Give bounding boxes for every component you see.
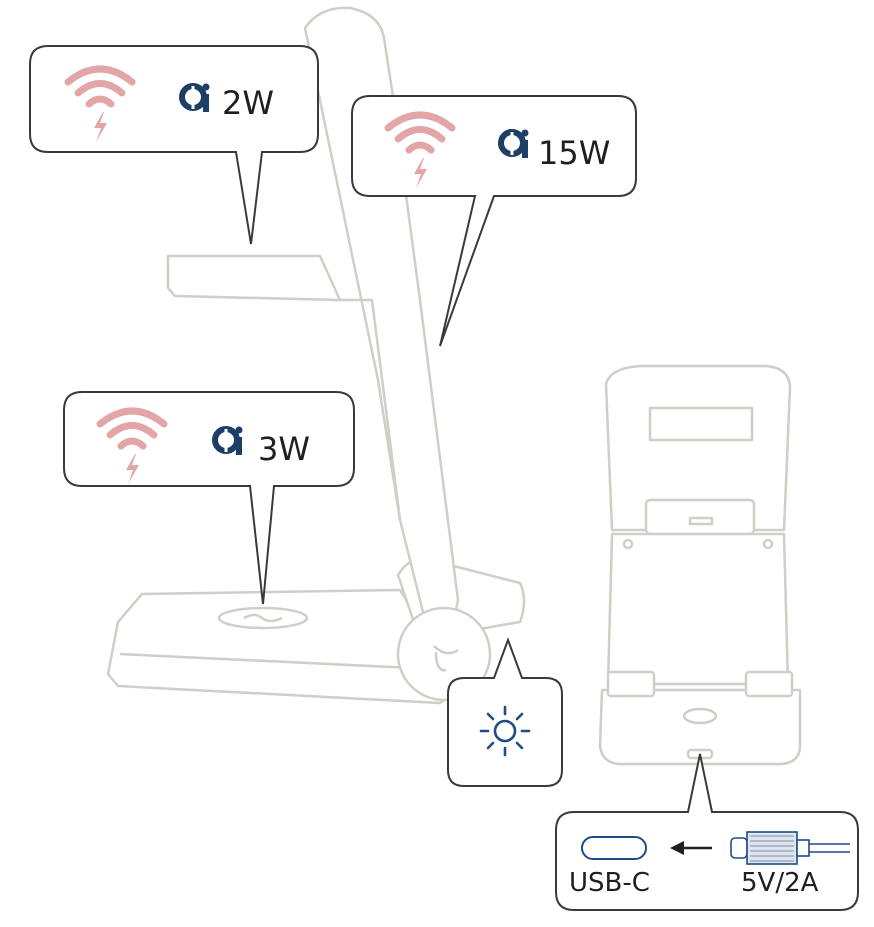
- usb-c-port-icon: [581, 836, 647, 860]
- callout-top-right: 15W: [351, 95, 637, 347]
- input-rating-label: 5V/2A: [741, 868, 819, 898]
- power-label-15w: 15W: [538, 134, 610, 172]
- callout-top-left: 2W: [29, 45, 319, 245]
- callout-middle-left: 3W: [63, 391, 355, 605]
- power-label-2w: 2W: [222, 84, 274, 122]
- arrow-left-icon: [670, 841, 712, 855]
- callout-led: [447, 637, 563, 787]
- top-arm: [166, 254, 342, 302]
- usb-c-plug-icon: [730, 831, 850, 865]
- power-label-3w: 3W: [258, 430, 310, 468]
- led-light-icon: [479, 705, 531, 757]
- usb-c-label: USB-C: [569, 868, 650, 898]
- stand-front-view: [598, 364, 802, 766]
- callout-port: USB-C 5V/2A: [555, 753, 859, 911]
- charging-stand: [106, 6, 526, 705]
